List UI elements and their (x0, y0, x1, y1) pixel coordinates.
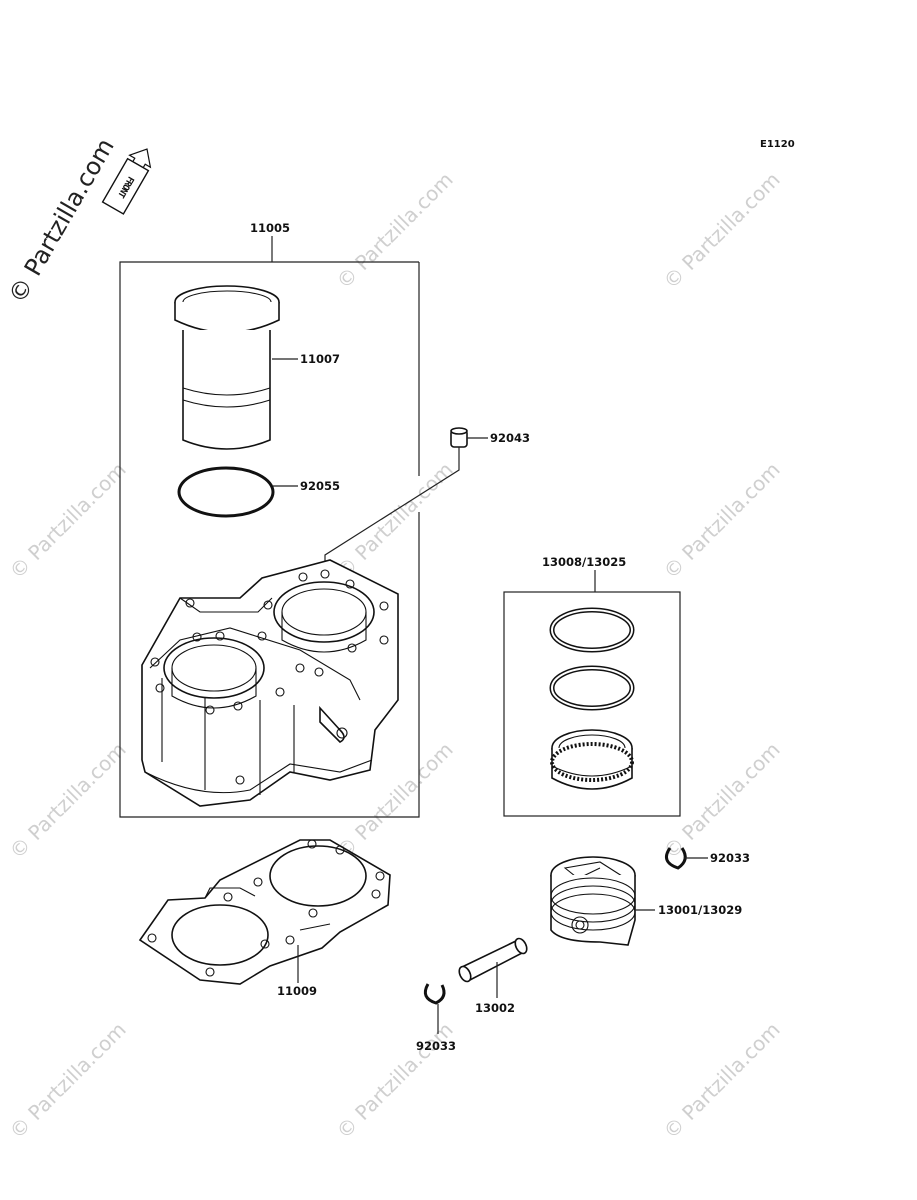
circlip-upper[interactable] (664, 847, 687, 870)
watermark: © Partzilla.com (659, 737, 785, 863)
circlip-lower[interactable] (423, 983, 446, 1005)
part-number-11005[interactable]: 11005 (250, 221, 290, 235)
watermark-main: © Partzilla.com (3, 134, 120, 308)
piston-ring-second[interactable] (549, 665, 635, 711)
piston-ring-top[interactable] (549, 607, 635, 653)
o-ring[interactable] (177, 466, 275, 518)
piston[interactable] (550, 856, 636, 946)
part-number-92043[interactable]: 92043 (490, 431, 530, 445)
watermark: © Partzilla.com (659, 167, 785, 293)
cylinder-liner[interactable] (174, 285, 280, 450)
cylinder-base-gasket[interactable] (138, 839, 391, 985)
watermark: © Partzilla.com (5, 1017, 131, 1143)
diagram-code: E1120 (760, 139, 795, 150)
part-number-92033-upper[interactable]: 92033 (710, 851, 750, 865)
front-arrow-icon: FRONT (101, 148, 152, 215)
part-number-11007[interactable]: 11007 (300, 352, 340, 366)
watermark: © Partzilla.com (5, 457, 131, 583)
part-number-11009[interactable]: 11009 (277, 984, 317, 998)
part-number-13008-13025[interactable]: 13008/13025 (542, 555, 626, 569)
part-number-13001-13029[interactable]: 13001/13029 (658, 903, 742, 917)
watermark: © Partzilla.com (5, 737, 131, 863)
watermark: © Partzilla.com (332, 167, 458, 293)
watermark: © Partzilla.com (659, 1017, 785, 1143)
watermark: © Partzilla.com (332, 457, 458, 583)
piston-ring-set-group: 13008/13025 (503, 555, 681, 817)
watermark: © Partzilla.com (659, 457, 785, 583)
part-number-92033-lower[interactable]: 92033 (416, 1039, 456, 1053)
dowel-pin[interactable] (450, 427, 468, 448)
piston-ring-oil[interactable] (550, 729, 634, 790)
part-number-92055[interactable]: 92055 (300, 479, 340, 493)
piston-pin[interactable] (457, 937, 529, 984)
cylinder-block[interactable] (141, 559, 399, 807)
watermark: © Partzilla.com (332, 1017, 458, 1143)
cylinder-assembly-group: 11005 (119, 221, 420, 818)
part-number-13002[interactable]: 13002 (475, 1001, 515, 1015)
